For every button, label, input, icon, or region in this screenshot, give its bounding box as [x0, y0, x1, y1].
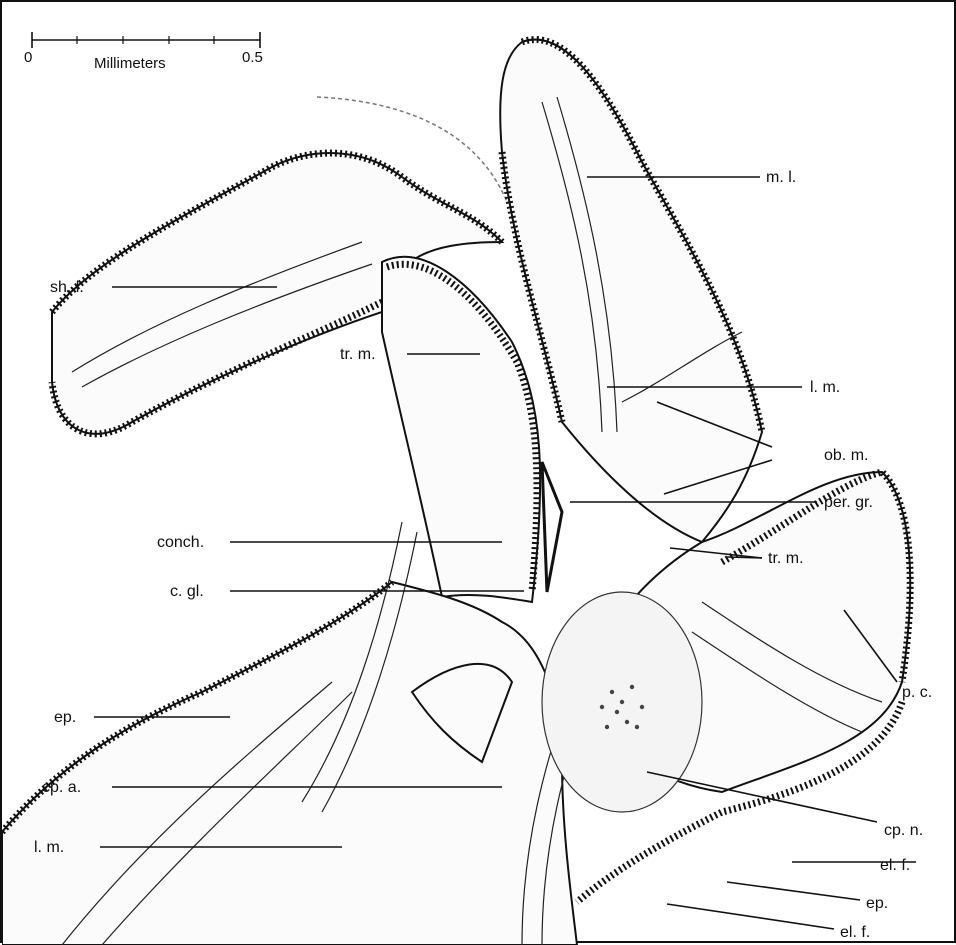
label-l-m-left: l. m.: [34, 839, 64, 856]
label-per-gr: per. gr.: [824, 494, 873, 511]
label-cp-n: cp. n.: [884, 822, 923, 839]
label-el-f-lower: el. f.: [840, 924, 870, 941]
label-conch: conch.: [157, 534, 204, 551]
label-p-c: p. c.: [902, 684, 932, 701]
scale-unit: Millimeters: [94, 55, 166, 72]
label-tr-m-upper: tr. m.: [340, 346, 376, 363]
label-c-gl: c. gl.: [170, 583, 204, 600]
label-ep-left: ep.: [54, 709, 76, 726]
label-el-f-upper: el. f.: [880, 857, 910, 874]
scale-bar: 0 0.5 Millimeters: [24, 32, 263, 72]
label-m-l: m. l.: [766, 169, 796, 186]
label-sh-l: sh. l.: [50, 279, 84, 296]
label-ep-right: ep.: [866, 895, 888, 912]
label-l-m-right: l. m.: [810, 379, 840, 396]
label-cp-a: cp. a.: [42, 779, 81, 796]
scale-min: 0: [24, 49, 32, 66]
label-ob-m: ob. m.: [824, 447, 868, 464]
label-tr-m-right: tr. m.: [768, 550, 804, 567]
scale-max: 0.5: [242, 49, 263, 66]
